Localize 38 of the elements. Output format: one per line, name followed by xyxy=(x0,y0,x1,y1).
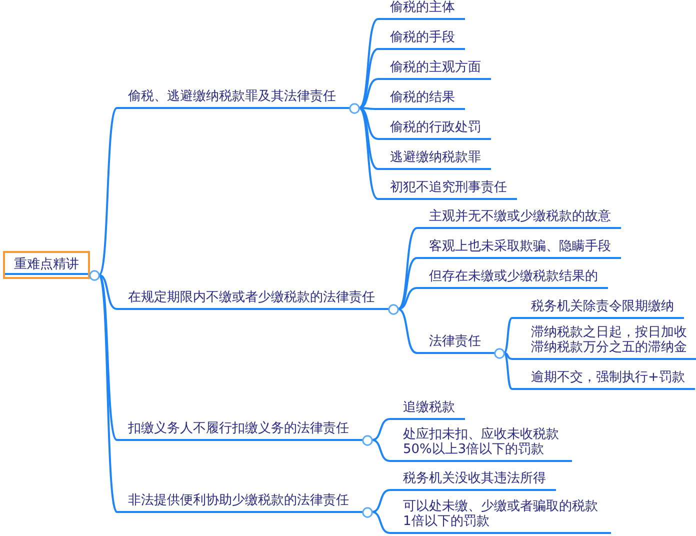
connector-line xyxy=(358,18,379,109)
connector-line xyxy=(504,352,512,360)
topic-label: 逃避缴纳税款罪 xyxy=(378,150,491,170)
topic-label: 法律责任 xyxy=(417,334,495,354)
topic-label: 偷税、逃避缴纳税款罪及其法律责任 xyxy=(117,89,350,109)
topic-label: 处应扣未扣、应收未收税款50%以上3倍以下的罚款 xyxy=(390,427,572,462)
topic-label: 可以处未缴、少缴或者骗取的税款1倍以下的罚款 xyxy=(390,499,611,534)
connector-line xyxy=(372,511,390,534)
topic-label: 扣缴义务人不履行扣缴义务的法律责任 xyxy=(117,421,363,441)
connector-line xyxy=(372,439,390,462)
connector-line xyxy=(358,107,379,200)
connector-line xyxy=(358,48,378,109)
topic-label: 偷税的手段 xyxy=(378,30,465,50)
topic-label: 逾期不交，强制执行+罚款 xyxy=(512,370,695,390)
connector-line xyxy=(98,274,118,512)
topic-label: 税务机关除责令限期缴纳 xyxy=(512,299,684,319)
topic-label: 偷税的主体 xyxy=(378,0,465,20)
connector-line xyxy=(503,317,513,354)
connector-line xyxy=(398,257,418,310)
connector-line xyxy=(398,308,418,354)
topic-label: 非法提供便利协助少缴税款的法律责任 xyxy=(117,493,363,513)
connector-line xyxy=(372,418,390,441)
topic-label: 滞纳税款之日起，按日加收滞纳税款万分之五的滞纳金 xyxy=(512,325,696,360)
topic-label: 偷税的结果 xyxy=(378,90,465,110)
central-topic-box: 重难点精讲 xyxy=(3,251,90,279)
connector-line xyxy=(503,352,513,390)
topic-label: 但存在未缴或少缴税款结果的 xyxy=(417,269,608,289)
topic-label: 税务机关没收其违法所得 xyxy=(390,471,556,491)
topic-label: 在规定期限内不缴或者少缴税款的法律责任 xyxy=(117,290,389,310)
topic-label: 追缴税款 xyxy=(390,400,465,420)
connector-line xyxy=(372,489,390,513)
topic-label: 偷税的主观方面 xyxy=(378,60,491,80)
connector-line xyxy=(98,274,118,310)
topic-label: 主观并无不缴或少缴税款的故意 xyxy=(417,209,621,229)
topic-label: 初犯不追究刑事责任 xyxy=(378,180,517,200)
connector-line xyxy=(98,107,118,276)
topic-label: 客观上也未采取欺骗、隐瞒手段 xyxy=(417,239,621,259)
topic-label: 偷税的行政处罚 xyxy=(378,120,491,140)
